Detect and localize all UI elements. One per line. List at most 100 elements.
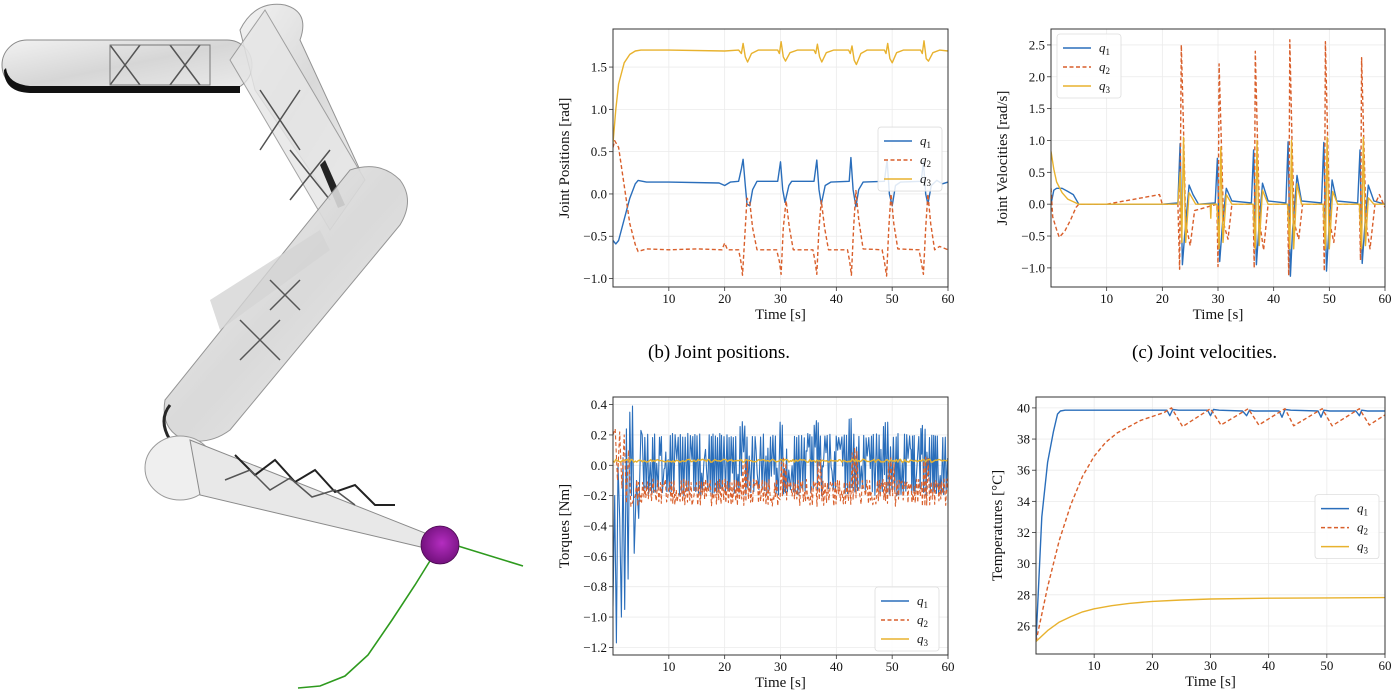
y-tick-label: −1.0 [583,610,607,625]
legend: q1 q2 q3 [1056,33,1122,99]
y-tick-label: −0.5 [583,229,607,244]
x-tick-label: 20 [718,291,731,306]
series-line-q3 [1051,136,1385,250]
legend-label-q3: q3 [917,631,929,648]
x-tick-label: 50 [1320,658,1333,673]
series-line-q2 [1036,407,1385,642]
legend-label-q3: q3 [1099,78,1111,95]
y-axis-label: Temperatures [°C] [990,470,1006,581]
x-tick-label: 30 [1212,291,1225,306]
x-tick-label: 40 [830,291,843,306]
plot-area [613,405,948,644]
x-tick-label: 40 [1262,658,1275,673]
legend-box [1314,494,1380,560]
plot-area [1051,39,1385,277]
plot-area [1036,407,1385,643]
x-tick-label: 10 [662,659,675,674]
y-tick-label: 32 [1017,525,1030,540]
foot-sphere [420,525,460,565]
y-tick-label: 0.0 [591,186,607,201]
y-tick-label: 26 [1017,618,1031,633]
y-axis-label: Torques [Nm] [557,484,573,568]
chart-torques: 10 20 30 40 50 60 −1.2 −1.0 −0.8 −0.6 −0.4 −0.2 0.0 0… [557,396,955,691]
foot-trajectory [297,545,524,689]
x-tick-label: 60 [1379,658,1392,673]
x-tick-label: 10 [1088,658,1101,673]
series-line-q1 [1036,408,1385,642]
x-tick-label: 30 [774,659,787,674]
y-tick-label: −0.4 [583,519,607,534]
y-tick-label: 0.2 [591,427,607,442]
x-tick-label: 50 [886,659,899,674]
y-tick-label: 2.5 [1029,37,1045,52]
x-tick-label: 20 [1146,658,1159,673]
legend-label-q1: q1 [917,593,928,610]
y-tick-label: 38 [1017,432,1030,447]
y-tick-label: −0.8 [583,579,607,594]
x-tick-label: 10 [662,291,675,306]
y-tick-label: 0.4 [591,397,608,412]
y-tick-label: 36 [1017,463,1031,478]
caption-c: (c) Joint velocities. [1132,342,1278,363]
y-tick-label: −1.0 [1021,260,1045,275]
x-tick-label: 50 [1323,291,1336,306]
y-tick-label: −0.5 [1021,229,1045,244]
series-line-q3 [1036,596,1385,643]
series-line-q1 [613,405,948,644]
x-tick-label: 20 [718,659,731,674]
y-axis-label: Joint Positions [rad] [557,98,573,219]
x-axis-label: Time [s] [755,675,806,691]
x-axis-label: Time [s] [755,307,806,323]
x-tick-label: 40 [1267,291,1280,306]
series-line-q3 [613,458,948,463]
y-tick-label: 0.5 [591,144,607,159]
y-tick-label: −0.6 [583,549,607,564]
legend-box [877,126,943,192]
y-tick-label: 0.0 [591,458,607,473]
y-tick-label: −1.2 [583,640,607,655]
y-tick-label: 1.5 [591,60,607,75]
y-tick-label: 30 [1017,556,1030,571]
foot-link [144,435,431,549]
y-tick-label: 0.5 [1029,165,1045,180]
x-tick-label: 20 [1156,291,1169,306]
y-tick-label: 1.5 [1029,101,1045,116]
series-line-q3 [613,40,948,144]
x-tick-label: 40 [830,659,843,674]
y-tick-label: 1.0 [591,102,607,117]
x-tick-label: 60 [942,659,955,674]
legend: q1 q2 q3 [874,586,940,652]
y-axis-label: Joint Velocities [rad/s] [995,91,1011,226]
legend-label-q1: q1 [920,133,931,150]
legend-label-q2: q2 [1357,520,1368,537]
legend-label-q3: q3 [1357,539,1369,556]
y-tick-label: −0.2 [583,488,607,503]
x-tick-label: 50 [886,291,899,306]
y-tick-label: 2.0 [1029,69,1045,84]
y-tick-label: 34 [1017,494,1031,509]
robot-leg-render [1,3,524,689]
legend-label-q1: q1 [1357,501,1368,518]
x-axis-label: Time [s] [1185,674,1236,690]
y-tick-label: −1.0 [583,271,607,286]
y-tick-label: 0.0 [1029,197,1045,212]
legend-label-q2: q2 [917,612,928,629]
legend: q1 q2 q3 [1314,494,1380,560]
y-tick-label: 40 [1017,400,1030,415]
y-tick-label: 28 [1017,587,1030,602]
series-line-q2 [613,428,948,507]
legend-label-q1: q1 [1099,40,1110,57]
y-tick-label: 1.0 [1029,133,1045,148]
legend-label-q2: q2 [1099,59,1110,76]
legend-box [874,586,940,652]
legend-label-q3: q3 [920,171,932,188]
x-tick-label: 60 [1379,291,1392,306]
x-tick-label: 10 [1100,291,1113,306]
x-tick-label: 30 [774,291,787,306]
series-line-q2 [613,140,948,277]
x-tick-label: 30 [1204,658,1217,673]
